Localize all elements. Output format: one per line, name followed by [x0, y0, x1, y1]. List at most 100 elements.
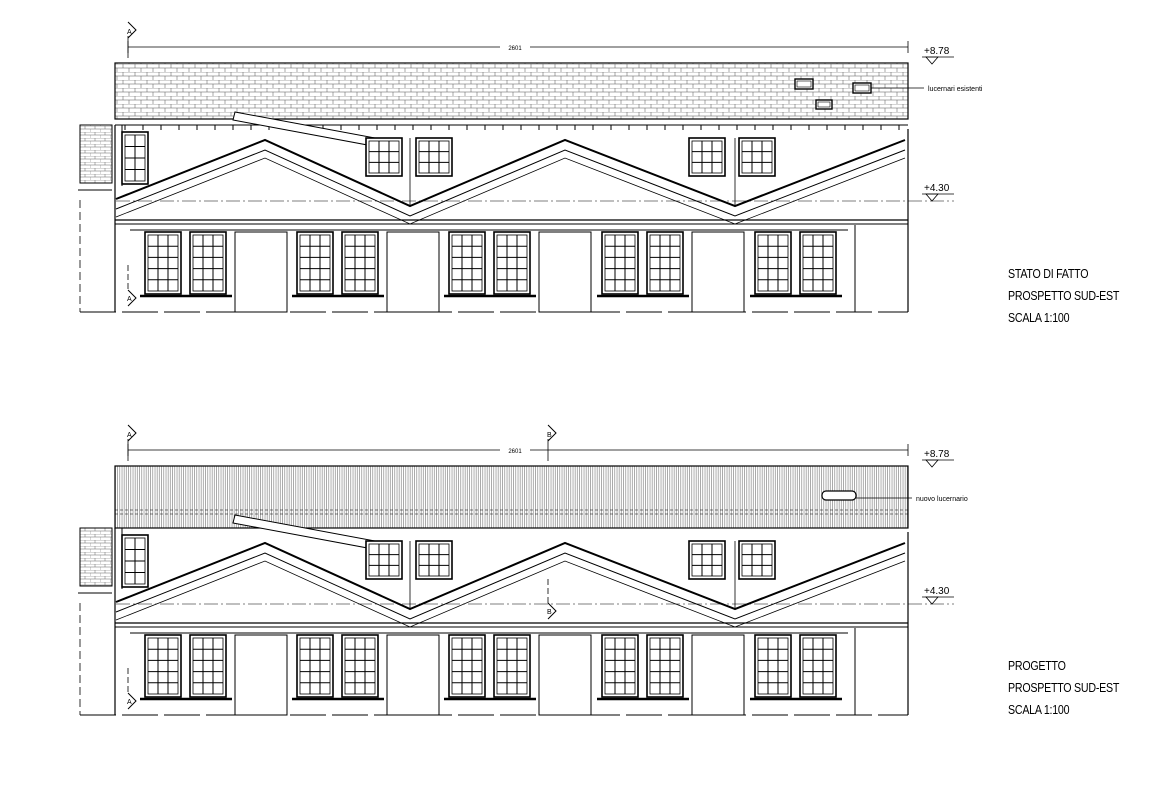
clerestory-window [415, 540, 453, 580]
sawtooth-gable-inner [115, 552, 906, 620]
window-frame [418, 140, 450, 174]
section-label: A [127, 699, 132, 706]
ground-window [296, 231, 334, 295]
door-opening [691, 634, 745, 716]
title-line: SCALA 1:100 [1008, 310, 1070, 325]
sawtooth-gable-outer [115, 138, 906, 208]
ground-window [341, 634, 379, 698]
window-frame [368, 543, 400, 577]
door-opening [538, 634, 592, 716]
clerestory-window [415, 137, 453, 177]
window-frame [757, 637, 789, 695]
window-frame [147, 637, 179, 695]
ground-window [144, 231, 182, 295]
window-frame [757, 234, 789, 292]
door-opening [386, 231, 440, 313]
clerestory-window [738, 540, 776, 580]
section-arrow [127, 692, 137, 710]
annex-block [79, 527, 113, 587]
ground-window [448, 231, 486, 295]
window-frame [344, 637, 376, 695]
section-arrow [127, 289, 137, 307]
title-line: STATO DI FATTO [1008, 266, 1089, 281]
window-frame [344, 234, 376, 292]
window-frame [451, 637, 483, 695]
clerestory-window [365, 137, 403, 177]
existing-skylight [794, 78, 814, 90]
ground-window [646, 634, 684, 698]
ground-window [493, 634, 531, 698]
ground-window [601, 231, 639, 295]
ground-window [448, 634, 486, 698]
clerestory-window [688, 540, 726, 580]
section-arrow [547, 602, 557, 620]
window-frame [604, 234, 636, 292]
ground-window [601, 634, 639, 698]
new-skylight [821, 490, 857, 501]
skylight-glass [854, 84, 870, 92]
window-frame [741, 543, 773, 577]
window-frame [299, 637, 331, 695]
window-frame [192, 234, 224, 292]
ground-window [799, 231, 837, 295]
dimension-mask [500, 445, 530, 454]
window-frame [299, 234, 331, 292]
roof-tiles [114, 62, 909, 120]
title-line: SCALA 1:100 [1008, 702, 1070, 717]
dimension-mask [500, 42, 530, 51]
window-frame [604, 637, 636, 695]
window-frame [802, 637, 834, 695]
level-triangle [925, 56, 939, 65]
roof-note: lucernari esistenti [928, 86, 983, 93]
sawtooth-gable-outer [115, 541, 906, 611]
existing-skylight [815, 99, 833, 110]
title-line: PROSPETTO SUD-EST [1008, 680, 1120, 695]
level-triangle [925, 596, 939, 605]
section-label: A [127, 29, 132, 36]
section-label: A [127, 432, 132, 439]
window-frame [649, 637, 681, 695]
ground-window [341, 231, 379, 295]
ground-window [799, 634, 837, 698]
title-line: PROSPETTO SUD-EST [1008, 288, 1120, 303]
ground-window [754, 231, 792, 295]
dimension-label: 2601 [508, 449, 522, 455]
window-frame [802, 234, 834, 292]
skylight-glass [817, 101, 831, 108]
door-opening [691, 231, 745, 313]
window-frame [192, 637, 224, 695]
ground-window [646, 231, 684, 295]
section-arrow [547, 424, 557, 442]
title-line: PROGETTO [1008, 658, 1066, 673]
ground-window [189, 231, 227, 295]
window-frame [741, 140, 773, 174]
sawtooth-gable-trim [115, 157, 906, 225]
existing-skylight [852, 82, 872, 94]
window-frame [147, 234, 179, 292]
annex-block [79, 124, 113, 184]
title-block-existing: STATO DI FATTO PROSPETTO SUD-EST SCALA 1… [1008, 263, 1119, 329]
elevation-mid-label: +4.30 [924, 183, 950, 194]
door-opening [386, 634, 440, 716]
window-frame [691, 140, 723, 174]
clerestory-window [365, 540, 403, 580]
section-arrow [127, 21, 137, 39]
elevation-top-label: +8.78 [924, 46, 950, 57]
clerestory-window [738, 137, 776, 177]
ground-window [493, 231, 531, 295]
window-frame [496, 637, 528, 695]
window-frame [691, 543, 723, 577]
door-opening [538, 231, 592, 313]
window-frame [649, 234, 681, 292]
door-opening [234, 634, 288, 716]
door-opening [234, 231, 288, 313]
skylight-glass [796, 80, 812, 88]
ground-window [296, 634, 334, 698]
section-arrow [127, 424, 137, 442]
title-block-project: PROGETTO PROSPETTO SUD-EST SCALA 1:100 [1008, 655, 1119, 721]
window-frame [496, 234, 528, 292]
